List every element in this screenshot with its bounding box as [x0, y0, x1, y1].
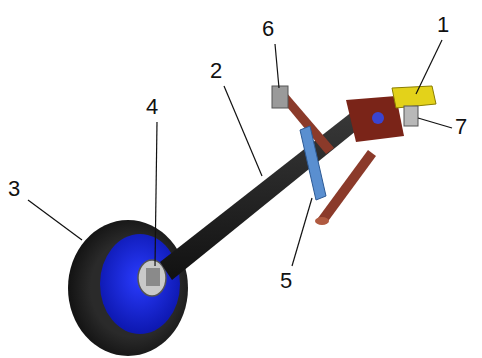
arm-end	[315, 217, 329, 225]
spring-plate	[300, 126, 326, 200]
leader-line	[155, 122, 157, 266]
bracket-bolt	[372, 112, 384, 124]
leader-line	[275, 44, 279, 88]
callout-number: 5	[280, 270, 292, 292]
arm-clamp	[272, 86, 288, 108]
leader-line	[292, 198, 312, 266]
callout-number: 6	[262, 18, 274, 40]
leader-line	[224, 86, 262, 176]
callout-number: 4	[146, 96, 158, 118]
leader-line	[28, 200, 82, 240]
hub-cap	[138, 260, 166, 296]
tire	[68, 220, 188, 356]
callout-number: 2	[210, 60, 222, 82]
lower-arm	[318, 150, 376, 224]
callout-number: 7	[455, 116, 467, 138]
leader-line	[418, 118, 452, 128]
axle-nut	[146, 268, 160, 286]
yellow-block	[392, 86, 436, 108]
callout-number: 1	[437, 14, 449, 36]
wheel-rim	[100, 234, 180, 334]
leader-line	[416, 40, 442, 94]
side-fitting	[404, 106, 418, 126]
callout-number: 3	[8, 178, 20, 200]
